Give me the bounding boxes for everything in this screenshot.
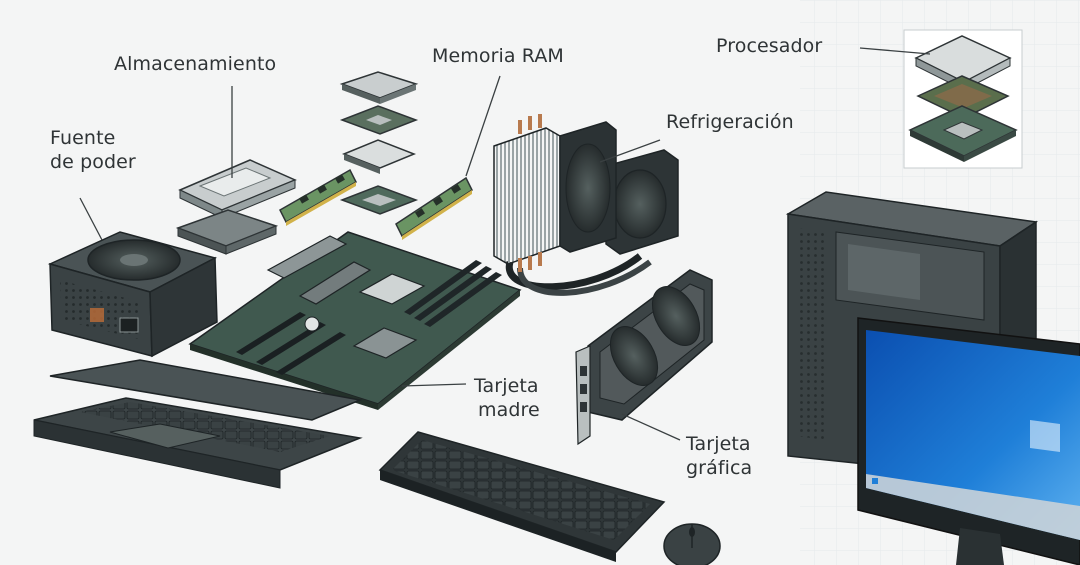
cpu-cooler [494,114,678,293]
label-cooling: Refrigeración [666,110,794,134]
processor-inset [904,30,1022,168]
ssd-drive [178,210,276,254]
label-motherboard-line1: Tarjeta [474,374,539,398]
power-supply [50,232,217,356]
label-gpu-line2: gráfica [686,456,752,480]
mouse [664,524,720,565]
keyboard [380,432,664,562]
graphics-card [576,270,712,444]
label-psu-line2: de poder [50,150,136,174]
label-ram: Memoria RAM [432,44,564,68]
label-motherboard-line2: madre [478,398,540,422]
label-storage: Almacenamiento [114,52,276,76]
label-processor: Procesador [716,34,822,58]
hard-drive [180,160,295,218]
cpu-chips [342,72,416,214]
label-psu-line1: Fuente [50,126,115,150]
label-gpu-line1: Tarjeta [686,432,751,456]
